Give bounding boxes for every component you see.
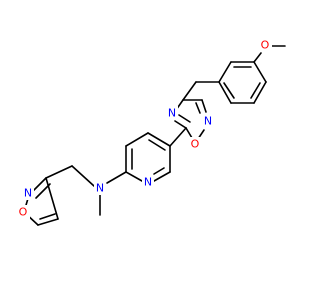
svg-text:N: N <box>96 182 104 195</box>
atom-label-n-amine: N <box>94 181 106 195</box>
bond <box>253 52 262 63</box>
bond <box>201 99 207 113</box>
bond <box>218 61 232 83</box>
atom-label-n-pyridine: N <box>142 175 154 189</box>
atom-label-n-isoxazole: N <box>22 186 34 200</box>
svg-text:O: O <box>261 39 270 52</box>
bond <box>195 102 201 114</box>
atom-label-o-oxadiazole: O <box>189 137 202 151</box>
bond <box>253 61 267 83</box>
atom-label-o-isoxazole: O <box>17 205 30 219</box>
bond <box>169 127 187 147</box>
structure-diagram: N O N N N N O O <box>17 38 286 226</box>
bond <box>185 127 193 139</box>
svg-text:N: N <box>168 107 176 120</box>
svg-text:O: O <box>191 138 200 151</box>
bond <box>182 81 197 101</box>
atom-label-o-methoxy: O <box>259 38 272 52</box>
bond <box>45 165 73 179</box>
bond <box>147 132 171 147</box>
bond <box>125 171 143 182</box>
bond <box>174 120 187 129</box>
bond <box>39 213 56 220</box>
bond <box>37 218 59 226</box>
bond <box>125 132 149 147</box>
bond <box>31 177 47 193</box>
svg-text:N: N <box>24 187 32 200</box>
bond <box>250 82 261 99</box>
bond <box>153 171 171 182</box>
bond <box>253 81 267 104</box>
bond <box>153 167 165 175</box>
atom-label-n-oxadiazole-top: N <box>166 106 178 120</box>
bond <box>106 171 127 184</box>
svg-text:N: N <box>144 176 152 189</box>
bond <box>148 139 166 151</box>
bond <box>223 82 235 99</box>
svg-text:O: O <box>19 206 28 219</box>
molecule-canvas: N O N N N N O O <box>17 38 286 226</box>
bond <box>71 165 95 187</box>
bond <box>178 114 191 123</box>
svg-text:N: N <box>204 115 212 128</box>
bond <box>45 177 59 220</box>
atom-label-n-oxadiazole-right: N <box>202 114 214 128</box>
bond <box>218 81 232 104</box>
